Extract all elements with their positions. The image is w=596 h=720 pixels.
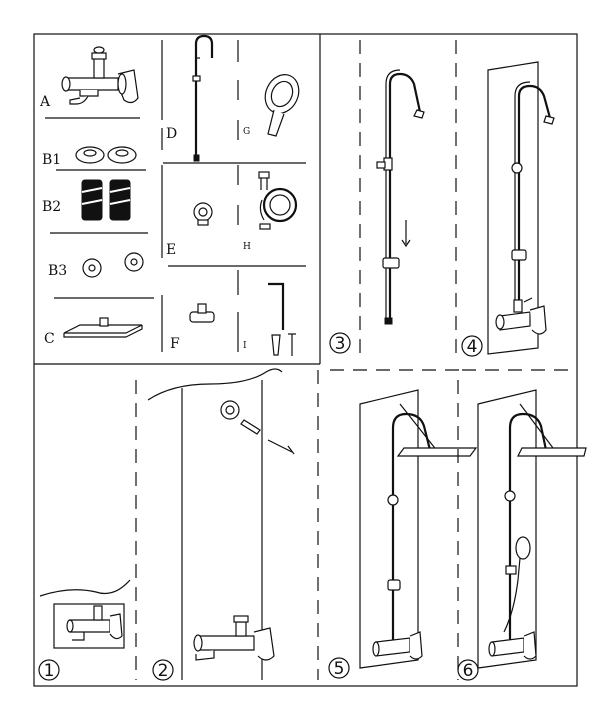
tools-drawing xyxy=(268,282,296,356)
step-5-badge: 5 xyxy=(328,657,350,679)
mixer-faucet-drawing xyxy=(61,46,139,105)
wall-outlet-drawing xyxy=(193,202,213,226)
step-3-drawing xyxy=(359,40,425,360)
step-1-number: 1 xyxy=(44,661,55,681)
part-h-label: H xyxy=(243,242,251,252)
cover-plates-drawing xyxy=(82,252,144,278)
step-5-drawing xyxy=(330,369,478,669)
overhead-shower-drawing xyxy=(63,317,143,338)
step-4-drawing xyxy=(455,40,555,360)
step-1-drawing xyxy=(39,380,137,680)
step-3-badge: 3 xyxy=(329,332,351,354)
connectors-drawing xyxy=(81,179,131,221)
part-e-label: E xyxy=(166,242,176,258)
step-6-drawing xyxy=(457,369,587,680)
part-f-label: F xyxy=(170,336,180,352)
part-b3-label: B3 xyxy=(48,263,67,279)
hand-shower-drawing xyxy=(264,74,300,137)
step-6-badge: 6 xyxy=(457,659,479,681)
slide-bracket-drawing xyxy=(189,303,215,323)
step-4-badge: 4 xyxy=(461,335,483,357)
washers-drawing xyxy=(75,146,137,164)
hose-drawing xyxy=(258,171,298,230)
step-5-number: 5 xyxy=(334,659,345,679)
parts-table-lines xyxy=(45,40,306,352)
step-3-number: 3 xyxy=(335,334,346,354)
step-4-number: 4 xyxy=(467,337,478,357)
part-g-label: G xyxy=(243,127,250,137)
part-b2-label: B2 xyxy=(42,199,61,215)
step-2-drawing xyxy=(147,368,319,680)
part-c-label: C xyxy=(44,331,55,347)
riser-pipe-drawing xyxy=(192,34,214,162)
part-d-label: D xyxy=(166,126,177,142)
outer-border xyxy=(33,33,578,687)
part-a-label: A xyxy=(39,94,51,110)
part-b1-label: B1 xyxy=(42,152,61,168)
step-2-number: 2 xyxy=(158,661,169,681)
part-i-label: I xyxy=(243,341,247,351)
step-6-number: 6 xyxy=(463,661,474,681)
step-2-badge: 2 xyxy=(152,659,174,681)
step-1-badge: 1 xyxy=(38,659,60,681)
